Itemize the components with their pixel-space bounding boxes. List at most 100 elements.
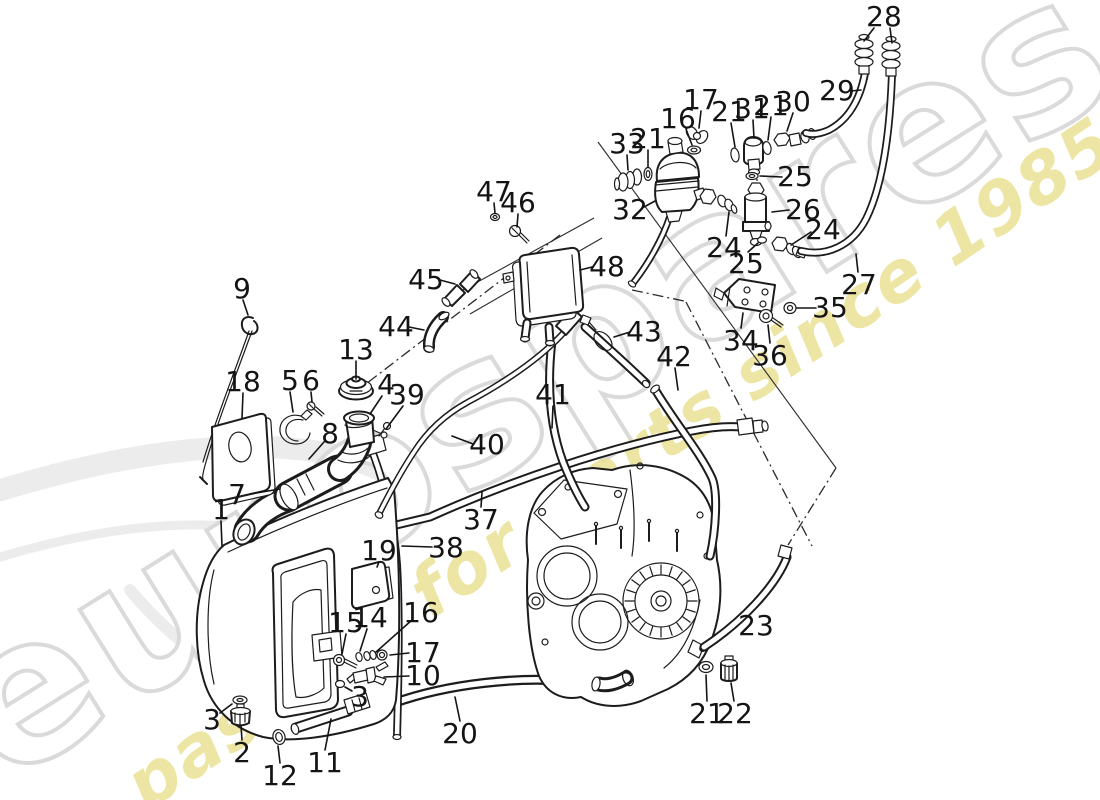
part-callout-1: 1 — [212, 493, 230, 547]
callout-leader-line — [725, 211, 730, 237]
callout-leader-line — [730, 682, 735, 702]
callout-leader-line — [786, 112, 794, 132]
callout-leader-line — [516, 213, 519, 228]
part-callout-11: 11 — [307, 718, 343, 779]
pipe-end-fitting — [736, 417, 769, 436]
clamp-screw-6 — [306, 401, 325, 417]
plate-19 — [351, 560, 394, 610]
part-number-label: 42 — [656, 340, 692, 373]
part-callout-36: 36 — [752, 324, 788, 372]
part-callout-25: 25 — [759, 160, 813, 193]
part-callout-32: 32 — [612, 193, 656, 226]
part-callout-4: 4 — [369, 368, 395, 415]
part-number-label: 21 — [711, 95, 747, 128]
fitting-stack-28-right — [881, 35, 901, 77]
part-number-label: 8 — [321, 417, 339, 450]
part-callout-23: 23 — [738, 609, 774, 642]
part-number-label: 38 — [428, 531, 464, 564]
seal-21 — [762, 140, 772, 156]
bolt-36 — [758, 308, 784, 328]
callout-leader-line — [674, 367, 679, 391]
part-number-label: 17 — [405, 636, 441, 669]
washer-16 — [686, 145, 702, 155]
part-callout-22: 22 — [717, 682, 753, 730]
callout-leader-line — [767, 324, 771, 344]
callout-leader-line — [863, 27, 875, 42]
part-callout-16: 16 — [660, 102, 696, 146]
part-callout-40: 40 — [451, 428, 505, 461]
part-callout-26: 26 — [771, 193, 821, 226]
part-callout-3: 3 — [344, 680, 369, 713]
callout-leader-line — [850, 89, 862, 92]
bracket-34 — [713, 278, 776, 314]
part-number-label: 39 — [389, 378, 425, 411]
callout-leader-line — [219, 703, 233, 714]
callout-leader-line — [767, 116, 772, 141]
part-number-label: 24 — [805, 213, 841, 246]
temp-sender-10 — [346, 661, 389, 686]
engine-top-flange — [533, 479, 628, 540]
part-number-label: 30 — [775, 85, 811, 118]
fitting-33 — [613, 168, 643, 192]
tank-cover-door — [271, 547, 339, 719]
part-number-label: 33 — [609, 127, 645, 160]
part-callout-27: 27 — [841, 253, 877, 301]
part-callout-21: 21 — [630, 122, 666, 168]
drain-plug-group — [230, 692, 371, 746]
part-number-label: 17 — [683, 83, 719, 116]
callout-leader-line — [375, 619, 413, 653]
part-callout-47: 47 — [476, 175, 512, 214]
callout-leader-line — [376, 561, 380, 568]
part-number-label: 12 — [262, 759, 298, 792]
callout-leader-line — [241, 392, 244, 419]
part-number-label: 16 — [660, 102, 696, 135]
part-callout-3: 3 — [203, 703, 233, 736]
callout-leader-line — [685, 128, 693, 146]
part-callout-44: 44 — [378, 310, 425, 343]
cylinder-opening — [571, 593, 629, 651]
fastener-cluster — [332, 649, 389, 689]
filler-assembly — [232, 375, 388, 546]
part-callout-20: 20 — [442, 696, 478, 750]
part-callout-48: 48 — [579, 250, 625, 283]
callout-leader-line — [643, 200, 656, 208]
fitting-chain-24-left — [693, 187, 738, 214]
callout-leader-line — [389, 652, 410, 656]
dipstick-9 — [199, 316, 259, 485]
part-number-label: 36 — [752, 339, 788, 372]
part-number-label: 3 — [351, 680, 369, 713]
part-number-label: 3 — [203, 703, 221, 736]
callout-leader-line — [277, 745, 281, 764]
part-callout-14: 14 — [352, 601, 388, 652]
part-callout-29: 29 — [819, 74, 862, 107]
callout-leader-line — [401, 545, 433, 548]
part-number-label: 41 — [535, 378, 571, 411]
part-number-label: 34 — [723, 324, 759, 357]
callout-leader-line — [359, 628, 368, 652]
part-number-label: 22 — [717, 697, 753, 730]
part-callout-42: 42 — [656, 340, 692, 391]
part-number-label: 19 — [361, 534, 397, 567]
part-number-label: 27 — [841, 268, 877, 301]
pressure-hose-29 — [802, 69, 869, 138]
callout-leader-line — [740, 312, 744, 329]
part-number-label: 43 — [626, 315, 662, 348]
part-callout-24: 24 — [706, 211, 742, 264]
part-number-label: 23 — [738, 609, 774, 642]
part-number-label: 4 — [377, 368, 395, 401]
callout-leader-line — [289, 391, 294, 413]
part-number-label: 46 — [500, 186, 536, 219]
callout-leader-line — [454, 696, 461, 722]
part-number-label: 26 — [785, 193, 821, 226]
ring-16 — [369, 649, 377, 661]
seal-21 — [730, 147, 740, 163]
callout-leader-line — [324, 718, 332, 751]
part-callout-18: 18 — [225, 365, 261, 419]
part-number-label: 14 — [352, 601, 388, 634]
engine-crankcase — [525, 462, 722, 707]
part-number-label: 11 — [307, 746, 343, 779]
part-callout-24: 24 — [790, 213, 841, 246]
part-callout-33: 33 — [609, 127, 645, 171]
